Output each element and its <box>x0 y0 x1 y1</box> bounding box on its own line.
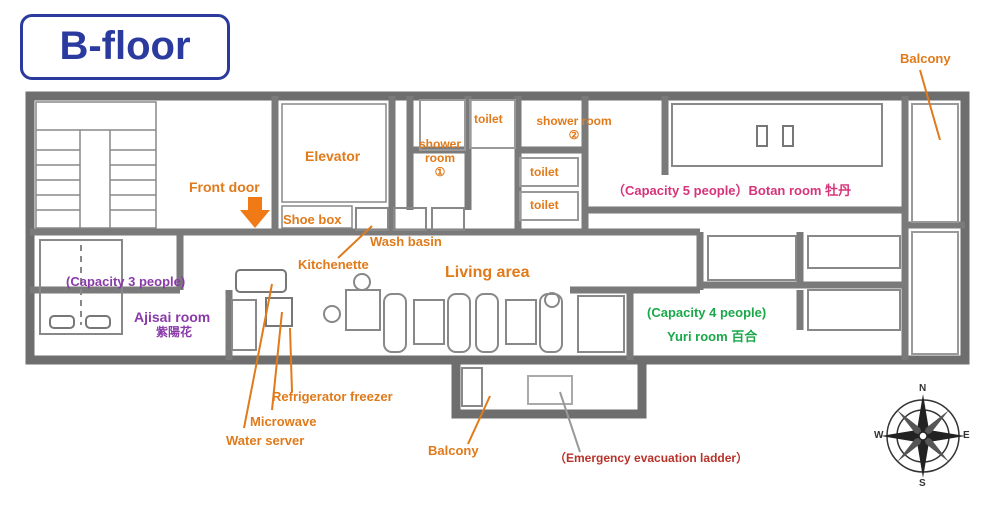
microwave-label: Microwave <box>250 414 317 429</box>
kitchenette-label: Kitchenette <box>298 257 369 272</box>
shower-room-1-label: shower room ① <box>418 137 461 179</box>
toilet-2-label: toilet <box>530 165 559 179</box>
water-server-label: Water server <box>226 433 305 448</box>
ajisai-capacity-label: (Capacity 3 people) <box>66 274 186 289</box>
yuri-room-label: Yuri room 百合 <box>667 329 758 344</box>
toilet-3-label: toilet <box>530 198 559 212</box>
front-door-label: Front door <box>189 179 260 195</box>
compass-west-label: W <box>874 430 884 441</box>
toilet-1-label: toilet <box>474 112 503 126</box>
ajisai-kanji-label: 紫陽花 <box>156 325 193 339</box>
compass-south-label: S <box>919 478 926 489</box>
wash-basin-label: Wash basin <box>370 234 442 249</box>
shoe-box-label: Shoe box <box>283 212 342 227</box>
living-area-label: Living area <box>445 264 530 281</box>
evacuation-ladder-label: （Emergency evacuation ladder） <box>554 451 749 465</box>
stairs <box>35 101 157 229</box>
elevator-label: Elevator <box>305 148 361 164</box>
yuri-capacity-label: (Capacity 4 people) <box>647 305 767 320</box>
shower-room-2-label: shower room ② <box>536 114 612 142</box>
front-door-arrow <box>240 197 270 228</box>
floor-title-box: B-floor <box>20 14 230 80</box>
balcony-top-label: Balcony <box>900 51 951 66</box>
ajisai-room-label: Ajisai room <box>134 309 211 325</box>
leader-lines <box>243 69 941 445</box>
floor-title: B-floor <box>59 24 191 68</box>
inner-walls <box>30 96 965 360</box>
compass-north-label: N <box>919 383 927 394</box>
balcony-bottom-label: Balcony <box>428 443 479 458</box>
refrigerator-label: Refrigerator freezer <box>272 389 393 404</box>
compass-east-label: E <box>963 430 970 441</box>
botan-room-label: （Capacity 5 people）Botan room 牡丹 <box>612 183 852 198</box>
compass-rose-icon <box>881 394 965 478</box>
outer-walls <box>25 91 970 419</box>
